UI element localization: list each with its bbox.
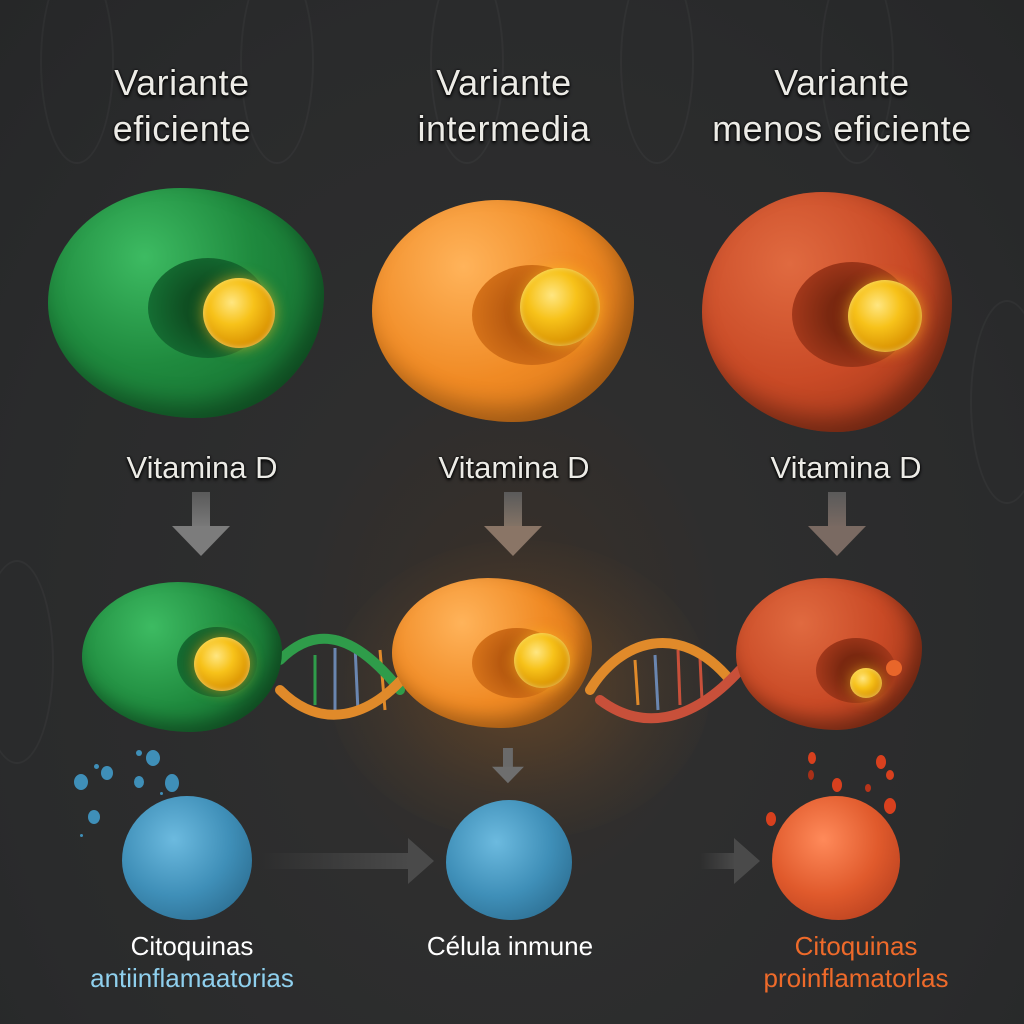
title-less-efficient-variant: Variante menos eficiente [672, 60, 1012, 152]
background-dna-pattern [0, 560, 54, 764]
vdr-protein-less-efficient-bound [736, 578, 922, 730]
arrow-right-icon [262, 838, 434, 884]
cytokine-particle [886, 770, 894, 780]
vdr-protein-intermediate [372, 200, 634, 422]
title-line: intermedia [417, 108, 591, 149]
vitamin-d-label: Vitamina D [770, 450, 922, 485]
vitamin-d-label: Vitamina D [438, 450, 590, 485]
title-line: eficiente [112, 108, 252, 149]
cytokine-particle [808, 770, 814, 780]
immune-cell [446, 800, 572, 920]
cytokine-particle [876, 755, 886, 769]
outcome-anti-inflammatory: Citoquinas antiinflamaatorias [32, 930, 352, 994]
vitamin-d-molecule-icon [520, 268, 600, 346]
cytokine-particle [886, 660, 902, 676]
vitamin-d-molecule-icon [850, 668, 882, 698]
outcome-line: Célula inmune [426, 931, 594, 961]
arrow-right-icon [700, 838, 760, 884]
vitamin-d-molecule-icon [194, 637, 250, 691]
cytokine-particle [766, 812, 776, 826]
vitamin-d-label: Vitamina D [126, 450, 278, 485]
outcome-line: proinflamatorlas [763, 963, 949, 993]
arrow-down-icon [172, 492, 232, 558]
vdr-protein-less-efficient [702, 192, 952, 432]
vdr-protein-efficient-bound [82, 582, 282, 732]
title-line: menos eficiente [712, 108, 972, 149]
outcome-line: Citoquinas [130, 931, 254, 961]
cytokine-particle [884, 798, 896, 814]
outcome-pro-inflammatory: Citoquinas proinflamatorlas [696, 930, 1016, 994]
outcome-immune-cell: Célula inmune [350, 930, 670, 962]
title-line: Variante [114, 62, 250, 103]
cytokine-particle [80, 834, 83, 837]
cytokine-particle [865, 784, 871, 792]
cytokine-particle [88, 810, 100, 824]
vitamin-d-molecule-icon [514, 633, 570, 688]
title-line: Variante [774, 62, 910, 103]
cytokine-particle [160, 792, 163, 795]
cytokine-particle [832, 778, 842, 792]
cytokine-particle [101, 766, 113, 780]
immune-cell-anti-inflammatory [122, 796, 252, 920]
vitamin-d-molecule-icon [203, 278, 275, 348]
cytokine-particle [74, 774, 88, 790]
arrow-down-icon [484, 492, 544, 558]
vdr-protein-intermediate-bound [392, 578, 592, 728]
vdr-protein-efficient [48, 188, 324, 418]
title-efficient-variant: Variante eficiente [12, 60, 352, 152]
vitamin-d-molecule-icon [848, 280, 922, 352]
dna-helix-icon [275, 633, 745, 724]
cytokine-particle [136, 750, 142, 756]
cytokine-particle [165, 774, 179, 792]
title-intermediate-variant: Variante intermedia [334, 60, 674, 152]
cytokine-particle [808, 752, 816, 764]
arrow-down-icon [808, 492, 868, 558]
cytokine-particle [134, 776, 144, 788]
immune-cell-pro-inflammatory [772, 796, 900, 920]
cytokine-particle [146, 750, 160, 766]
title-line: Variante [436, 62, 572, 103]
cytokine-particle [94, 764, 99, 769]
outcome-line: Citoquinas [794, 931, 918, 961]
outcome-line: antiinflamaatorias [90, 963, 294, 993]
arrow-down-icon [492, 748, 525, 784]
